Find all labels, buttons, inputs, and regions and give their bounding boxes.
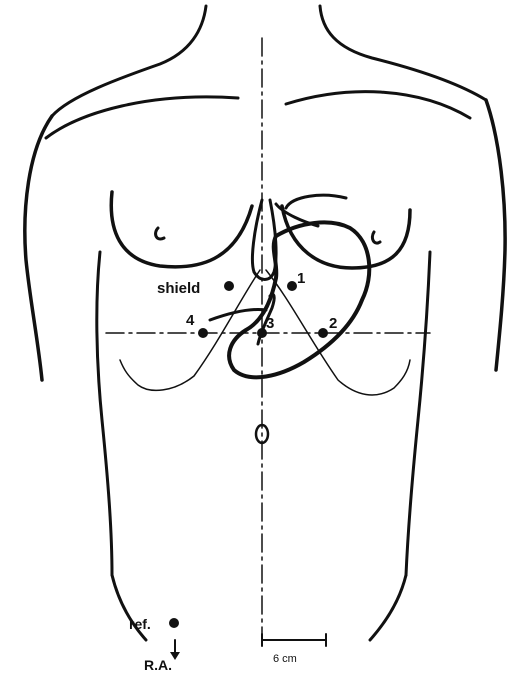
shield-label: shield — [157, 280, 200, 297]
neck-right-line — [320, 6, 486, 100]
right-nipple-mark — [372, 232, 380, 243]
lead-2-label: 2 — [329, 315, 337, 332]
lead-1-label: 1 — [297, 270, 305, 287]
right-hip-line — [370, 575, 406, 640]
left-nipple-mark — [156, 228, 164, 239]
ref-label: ref. — [129, 616, 151, 632]
right-pectoral-outline — [282, 206, 410, 268]
right-axilla-line — [286, 92, 470, 118]
left-pectoral-outline — [111, 192, 252, 267]
scale-label: 6 cm — [273, 653, 297, 665]
neck-left-line — [52, 6, 206, 116]
left-arm-outline — [25, 116, 52, 380]
right-torso-side — [406, 252, 430, 575]
great-vessel-loop — [286, 195, 346, 208]
electrode-4-dot — [198, 328, 208, 338]
right-arm-outline — [486, 100, 505, 370]
electrode-1-dot — [287, 281, 297, 291]
lead-3-label: 3 — [266, 315, 274, 332]
left-axilla-line — [46, 97, 238, 138]
ra-label: R.A. — [144, 657, 172, 673]
scale-bar — [262, 634, 326, 646]
ref-dot — [169, 618, 179, 628]
left-torso-side — [97, 252, 112, 575]
shield-dot — [224, 281, 234, 291]
lead-4-label: 4 — [186, 312, 195, 329]
electrode-2-dot — [318, 328, 328, 338]
